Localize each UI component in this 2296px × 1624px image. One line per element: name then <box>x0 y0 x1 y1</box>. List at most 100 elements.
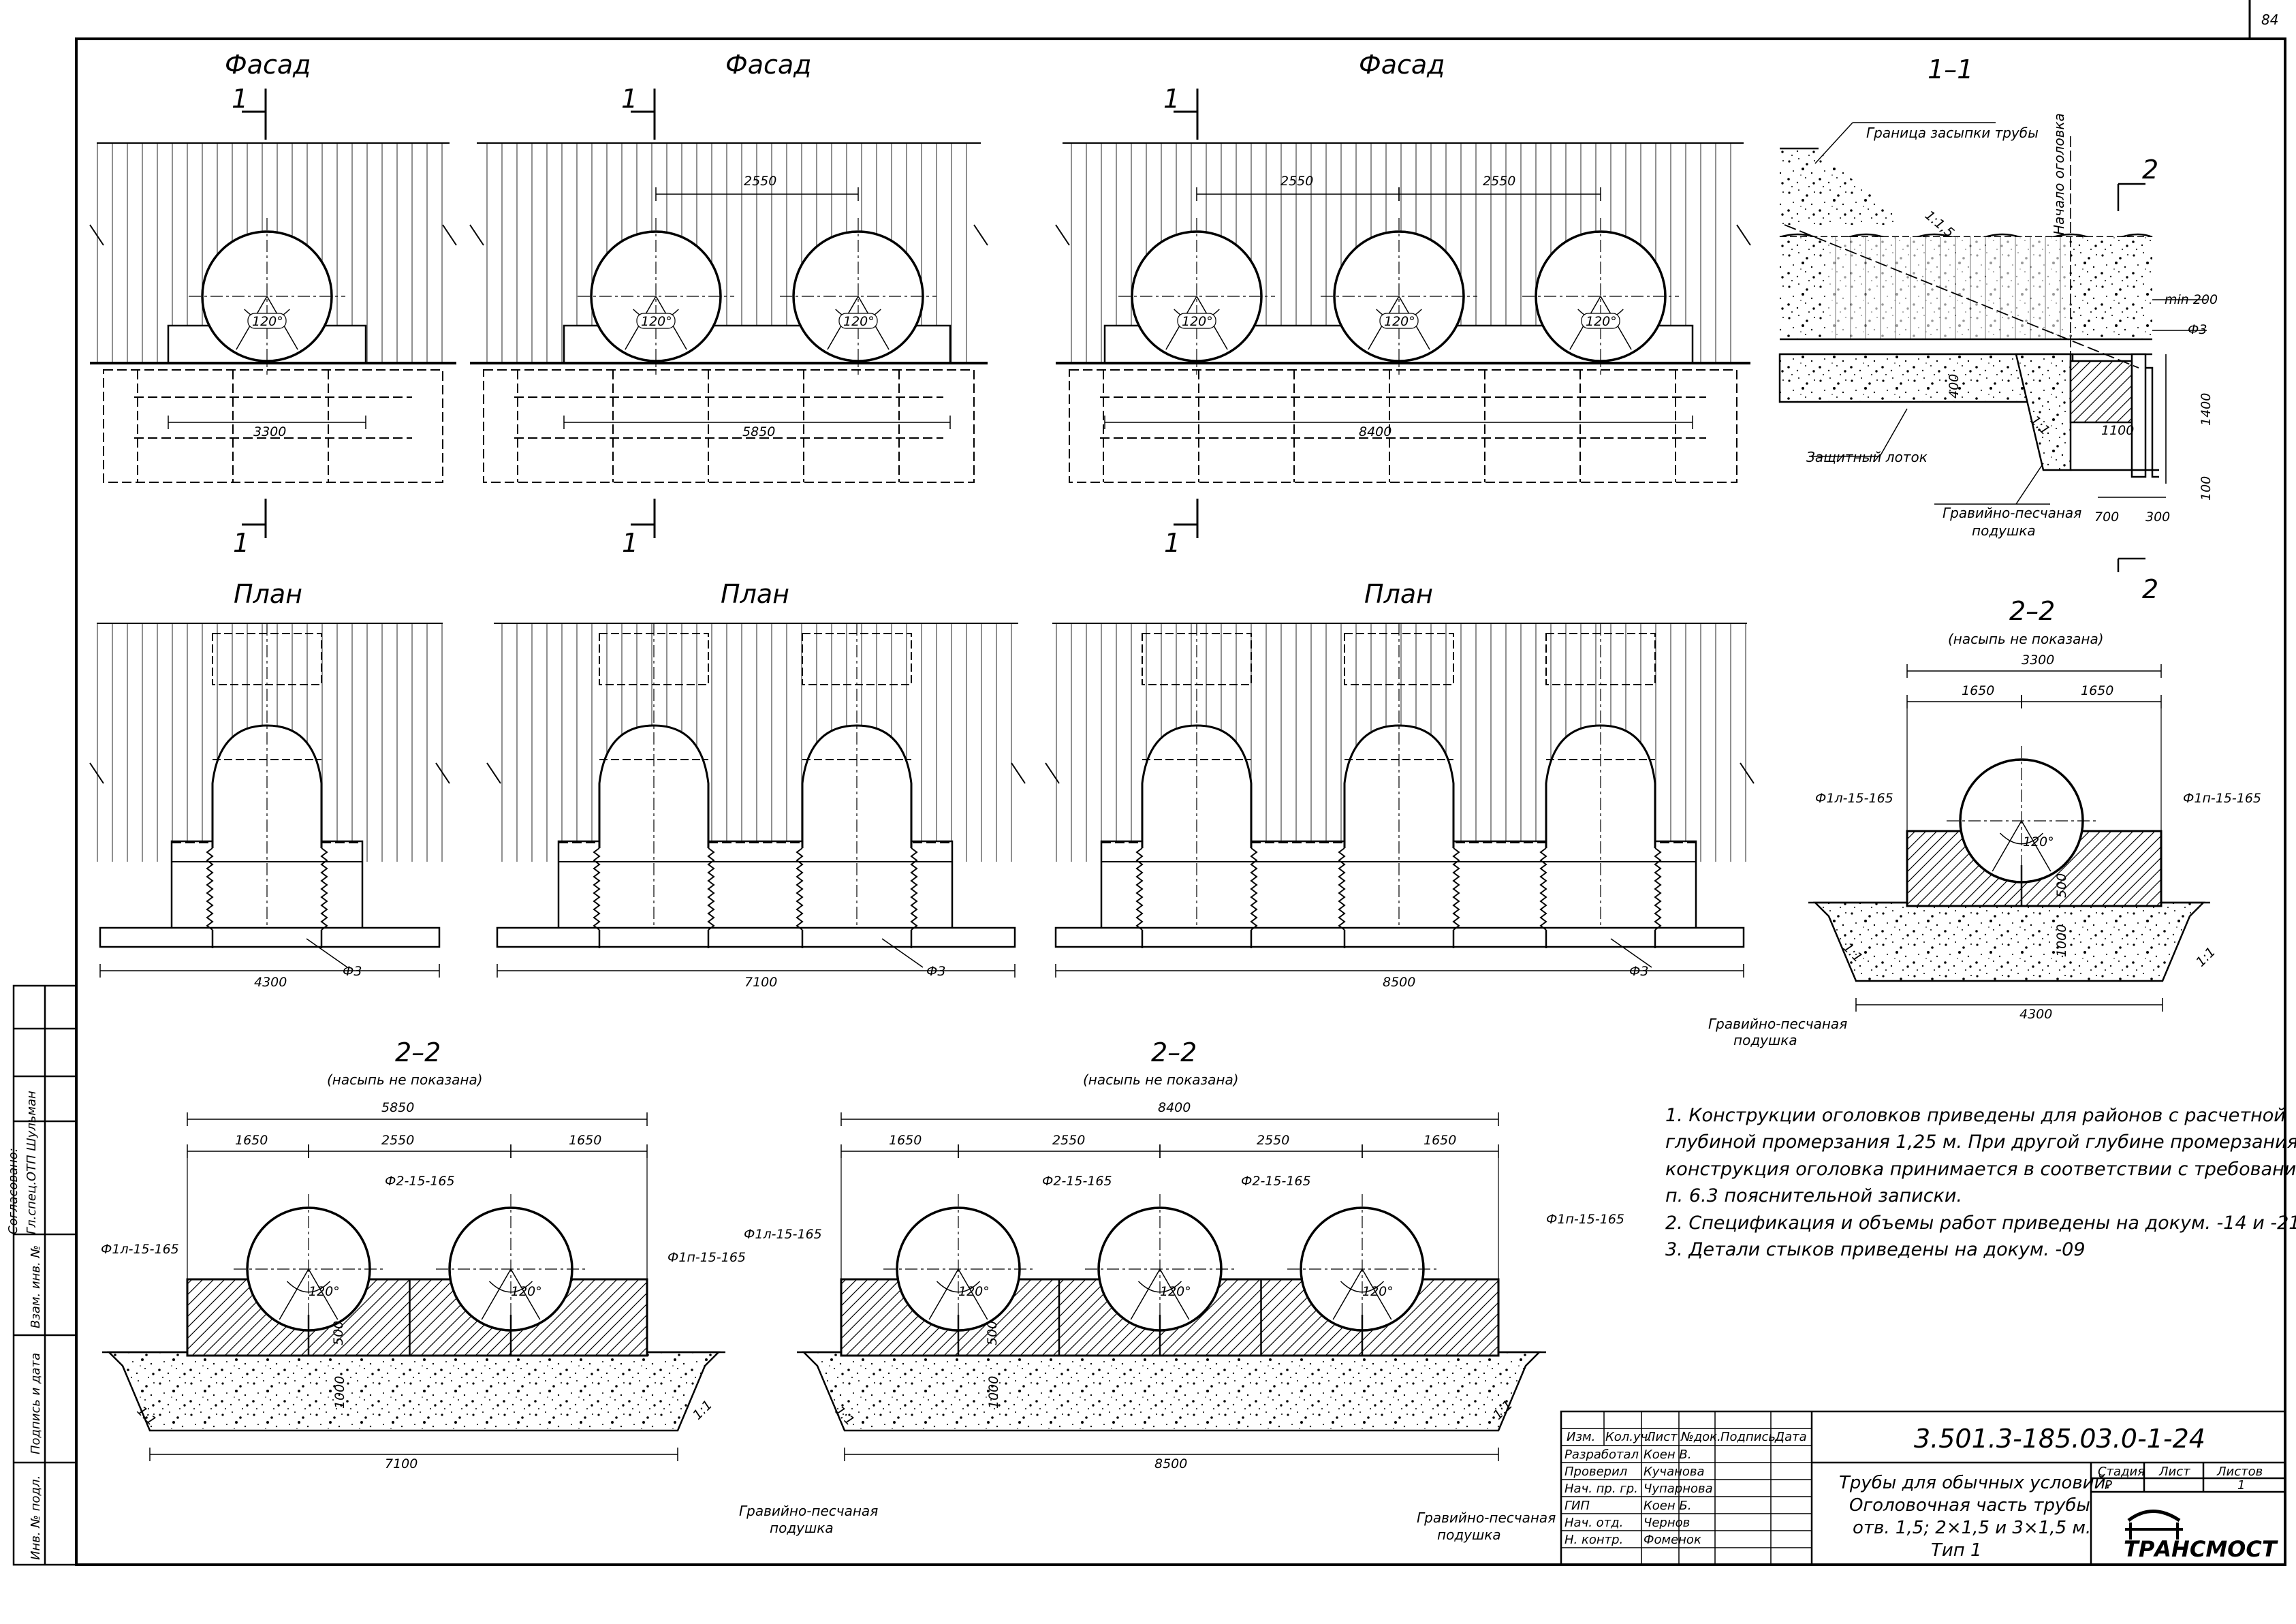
s22c-part1: 1650 <box>889 1133 922 1148</box>
s22c-d1000: 1000 <box>986 1376 1001 1409</box>
angle-ray <box>1362 1268 1392 1320</box>
break-mark <box>486 762 501 784</box>
joint-wave <box>1654 847 1662 931</box>
title-block <box>1560 1410 2286 1566</box>
break-mark <box>1011 762 1026 784</box>
note-line-5: 2. Спецификация и объемы работ приведены… <box>1665 1213 2296 1234</box>
gravel-sand-cushion <box>1812 901 2206 982</box>
stamp-sign-date: Подпись и дата <box>29 1353 43 1454</box>
break-mark <box>1740 762 1755 784</box>
joint-wave <box>707 847 715 931</box>
tb-col-koluch: Кол.уч. <box>1605 1430 1652 1444</box>
plan2-dim: 7100 <box>744 975 777 990</box>
facade1-mark-top: 1 <box>232 84 248 114</box>
s22c-d500: 500 <box>985 1321 1000 1345</box>
pipe-angle-label: 120° <box>1586 314 1617 329</box>
joint-wave <box>1539 847 1547 931</box>
tb-name-4: Коен Б. <box>1644 1499 1691 1513</box>
note-line-1: 1. Конструкции оголовков приведены для р… <box>1665 1105 2286 1126</box>
sections-2-2 <box>102 664 2210 1461</box>
s22b-part2: 2550 <box>381 1133 414 1148</box>
break-mark <box>469 224 484 246</box>
tb-stage-header: Стадия <box>2098 1465 2145 1479</box>
tb-stage: Р <box>2105 1478 2112 1493</box>
section-2-2-3 <box>797 1112 1546 1461</box>
angle-ray <box>481 1268 512 1320</box>
embankment-hatch <box>494 623 1018 862</box>
dim-300: 300 <box>2145 510 2170 525</box>
s22c-subtitle: (насыпь не показана) <box>1083 1072 1239 1088</box>
tb-col-izm: Изм. <box>1567 1430 1595 1444</box>
tb-role-5: Нач. отд. <box>1564 1516 1623 1530</box>
break-mark <box>1045 762 1060 784</box>
plan-title-2: План <box>721 579 789 609</box>
label-head-start: Начало оголовка <box>2051 113 2067 235</box>
s22b-angle-1: 120° <box>309 1284 340 1299</box>
s22c-angle-2: 120° <box>1160 1284 1191 1299</box>
angle-badge <box>247 313 287 329</box>
angle-ray <box>1130 1268 1161 1320</box>
tb-role-3: Нач. пр. гр. <box>1564 1482 1638 1496</box>
s22b-overall: 5850 <box>381 1100 414 1115</box>
facade-views: 120°120°120°120°120°120° <box>89 142 1751 483</box>
callout-leader <box>306 938 348 968</box>
s22c-mid-block-1: Ф2-15-165 <box>1042 1174 1112 1189</box>
break-mark <box>435 762 450 784</box>
logo-text: ТРАНСМОСТ <box>2124 1536 2278 1562</box>
break-mark <box>973 224 988 246</box>
s22c-part3: 2550 <box>1257 1133 1289 1148</box>
dim-100: 100 <box>2199 476 2214 501</box>
s22a-left-block: Ф1л-15-165 <box>1815 791 1893 806</box>
s22a-cushion1: Гравийно-песчаная <box>1708 1016 1847 1032</box>
tb-name-6: Фоменок <box>1644 1533 1701 1547</box>
break-mark <box>442 224 457 246</box>
tb-title-4: Тип 1 <box>1931 1540 1982 1561</box>
dim-1400: 1400 <box>2199 393 2214 426</box>
facade3-mark-bottom: 1 <box>1164 528 1180 558</box>
angle-ray <box>928 1268 959 1320</box>
facade3-mark-top: 1 <box>1163 84 1180 114</box>
angle-ray <box>1159 1268 1190 1320</box>
tb-col-ndok: №док. <box>1680 1430 1721 1444</box>
s22a-part1: 1650 <box>1962 683 1994 698</box>
s22b-right-block: Ф1п-15-165 <box>667 1250 746 1265</box>
s22c-right-block: Ф1п-15-165 <box>1546 1212 1624 1227</box>
label-cushion-line1: Гравийно-песчаная <box>1943 505 2081 521</box>
angle-badge <box>1581 313 1620 329</box>
joint-wave <box>1452 847 1460 931</box>
tb-sheets: 1 <box>2237 1478 2245 1493</box>
plan-title-3: План <box>1364 579 1433 609</box>
tb-name-2: Кучанова <box>1644 1465 1705 1479</box>
s22b-slope-right: 1:1 <box>690 1397 715 1422</box>
tb-sheets-header: Листов <box>2216 1465 2263 1479</box>
s22b-d1000: 1000 <box>332 1376 347 1409</box>
s22c-part2: 2550 <box>1052 1133 1085 1148</box>
plan-views <box>89 623 1755 978</box>
dim-1100: 1100 <box>2101 423 2134 438</box>
s22a-overall: 3300 <box>2022 653 2054 668</box>
s22b-title: 2–2 <box>395 1037 441 1067</box>
joint-wave <box>1135 847 1144 931</box>
facade2-mark-top: 1 <box>621 84 638 114</box>
s22c-bottom: 8500 <box>1154 1456 1187 1471</box>
joint-wave <box>593 847 601 931</box>
footing-hidden <box>483 369 975 483</box>
s22c-cushion2: подушка <box>1437 1527 1501 1543</box>
facade-title-1: Фасад <box>225 50 311 80</box>
angle-badge <box>636 313 676 329</box>
callout-leader <box>881 938 924 968</box>
tb-name-5: Чернов <box>1644 1516 1690 1530</box>
angle-ray <box>2021 820 2051 872</box>
s22c-title: 2–2 <box>1151 1037 1197 1067</box>
joint-wave <box>206 847 214 931</box>
tray-slab <box>99 926 441 948</box>
tb-role-6: Н. контр. <box>1564 1533 1623 1547</box>
angle-badge <box>1177 313 1216 329</box>
note-line-6: 3. Детали стыков приведены на докум. -09 <box>1665 1239 2086 1260</box>
tray-slab <box>1054 926 1745 948</box>
joint-wave <box>320 847 328 931</box>
side-stamp <box>12 984 78 1566</box>
plan1-dim: 4300 <box>254 975 287 990</box>
pipe-angle-label: 120° <box>843 314 875 329</box>
s22b-subtitle: (насыпь не показана) <box>327 1072 483 1088</box>
